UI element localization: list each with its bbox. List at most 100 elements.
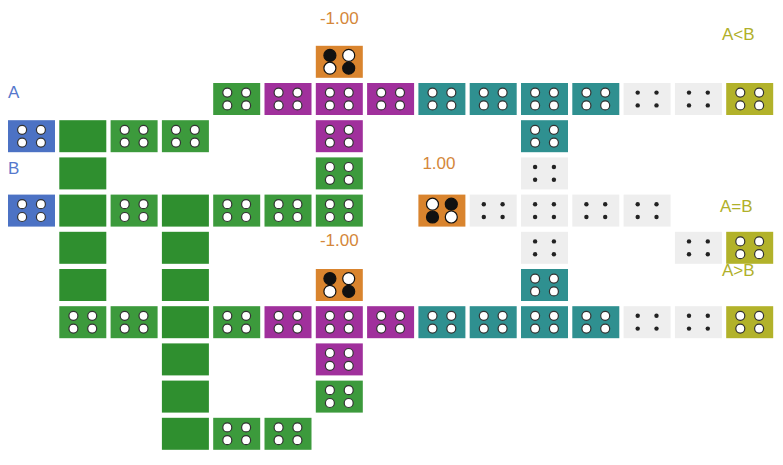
tile-dot	[552, 215, 556, 219]
tile	[316, 83, 363, 115]
tile	[726, 306, 773, 338]
tile	[572, 195, 619, 227]
tile-dot	[687, 239, 691, 243]
tile-body	[265, 83, 312, 115]
tile-body	[675, 306, 722, 338]
tile	[316, 157, 363, 189]
tile-dot	[755, 311, 764, 320]
tile	[470, 83, 517, 115]
tile-body	[59, 269, 106, 301]
tile-dot	[479, 88, 488, 97]
tile-body	[418, 83, 465, 115]
tile-dot	[549, 101, 558, 110]
tile	[726, 83, 773, 115]
tile	[111, 195, 158, 227]
tile	[59, 157, 106, 189]
tile-dot	[139, 138, 148, 147]
tile	[316, 343, 363, 375]
tile	[418, 306, 465, 338]
tile-dot	[636, 314, 640, 318]
tile-dot	[736, 101, 745, 110]
tile	[572, 83, 619, 115]
tile	[111, 306, 158, 338]
tile	[521, 83, 568, 115]
tile-dot	[344, 138, 353, 147]
tile-dot	[325, 324, 334, 333]
tile-dot	[223, 101, 232, 110]
tile	[675, 83, 722, 115]
tile	[59, 232, 106, 264]
tile-dot	[274, 324, 283, 333]
tile-dot	[274, 423, 283, 432]
tile-dot	[223, 436, 232, 445]
tile	[726, 232, 773, 264]
tile-dot	[601, 324, 610, 333]
tile-dot	[427, 211, 439, 223]
tile-dot	[344, 101, 353, 110]
tile-dot	[344, 349, 353, 358]
tile-dot	[706, 103, 710, 107]
constant-label: -1.00	[320, 10, 359, 27]
tile	[521, 195, 568, 227]
tile-body	[111, 195, 158, 227]
tile-dot	[531, 88, 540, 97]
tile-body	[316, 381, 363, 413]
tile-dot	[139, 324, 148, 333]
tile-dot	[120, 311, 129, 320]
tile-dot	[223, 311, 232, 320]
tile-dot	[654, 103, 658, 107]
tile-body	[624, 195, 671, 227]
tile	[162, 120, 209, 152]
tile-dot	[582, 324, 591, 333]
tile-body	[726, 306, 773, 338]
tile	[316, 269, 363, 301]
tile-dot	[396, 88, 405, 97]
tile	[162, 343, 209, 375]
tile-dot	[533, 215, 537, 219]
tile-body	[162, 306, 209, 338]
tile-dot	[687, 252, 691, 256]
tile-dot	[325, 88, 334, 97]
tile-dot	[88, 311, 97, 320]
tile-dot	[377, 101, 386, 110]
tile-body	[265, 418, 312, 450]
tile-dot	[343, 49, 355, 61]
tile-dot	[190, 138, 199, 147]
output-label: A>B	[722, 262, 755, 279]
tile-dot	[427, 198, 439, 210]
tile-dot	[755, 88, 764, 97]
tile-body	[111, 306, 158, 338]
tile-body	[470, 195, 517, 227]
tile-body	[59, 120, 106, 152]
tile-dot	[120, 200, 129, 209]
tile-dot	[139, 200, 148, 209]
tile-dot	[500, 215, 504, 219]
tile-dot	[533, 252, 537, 256]
tile-body	[521, 195, 568, 227]
tile-body	[675, 232, 722, 264]
tile-dot	[603, 215, 607, 219]
tile	[162, 269, 209, 301]
tile-dot	[755, 237, 764, 246]
tile-dot	[344, 200, 353, 209]
tile-dot	[325, 101, 334, 110]
tile-dot	[36, 138, 45, 147]
tile-body	[162, 120, 209, 152]
input-label: B	[8, 160, 19, 177]
tile-dot	[396, 101, 405, 110]
tile-body	[59, 157, 106, 189]
tile-dot	[274, 213, 283, 222]
tile	[624, 306, 671, 338]
tile-dot	[582, 88, 591, 97]
tile-dot	[377, 88, 386, 97]
tile-dot	[445, 198, 457, 210]
tile-dot	[293, 88, 302, 97]
tile-dot	[344, 125, 353, 134]
tile-body	[316, 269, 363, 301]
tile-dot	[344, 324, 353, 333]
tile	[213, 83, 260, 115]
tile-dot	[531, 138, 540, 147]
tile-dot	[636, 90, 640, 94]
tile-dot	[654, 90, 658, 94]
